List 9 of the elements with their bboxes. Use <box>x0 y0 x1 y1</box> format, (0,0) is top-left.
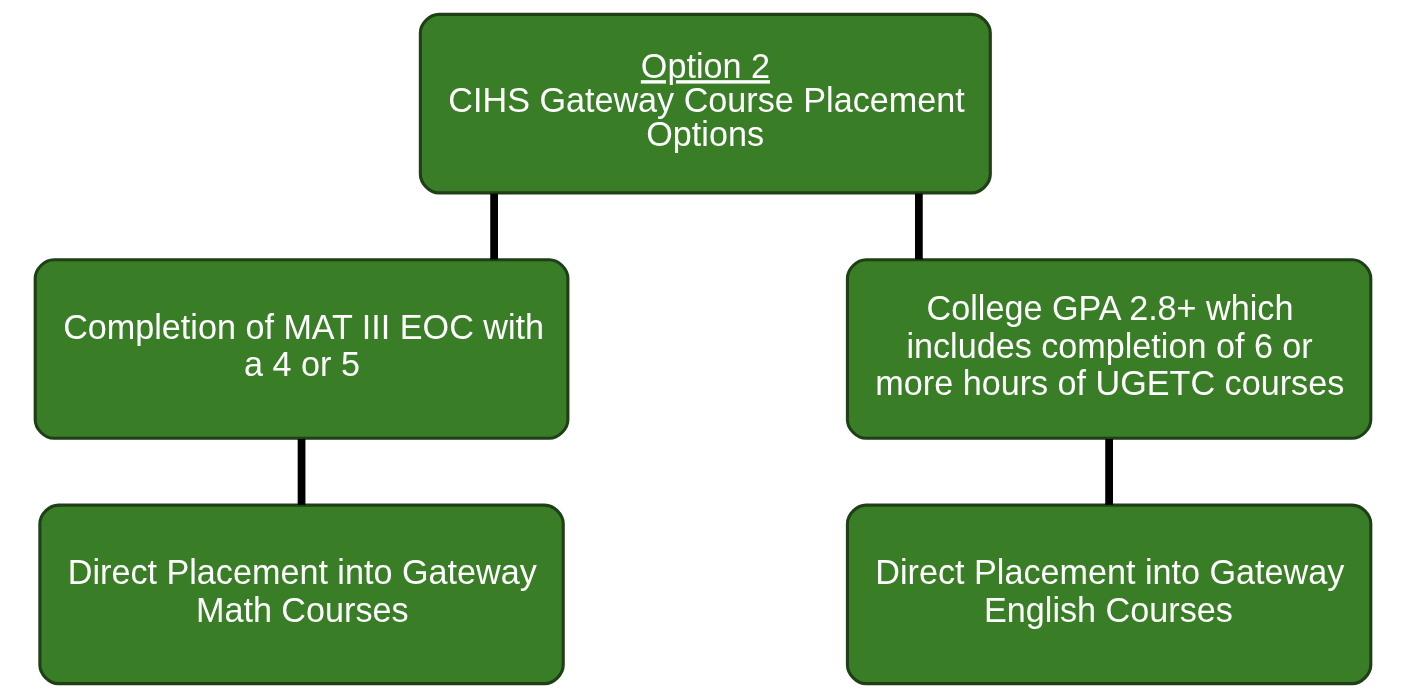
connector <box>914 193 923 260</box>
node-box: Completion of MAT III EOC with a 4 or 5 <box>33 258 569 440</box>
node-box: Direct Placement into Gateway Math Courses <box>37 503 565 686</box>
connector <box>489 193 498 260</box>
connector <box>297 439 305 505</box>
node-box: College GPA 2.8+ which includes completion of 6 or more hours of UGETC courses <box>845 258 1372 440</box>
connector <box>1104 439 1113 505</box>
node-box: Option 2 CIHS Gateway Course Placement Options <box>418 12 992 195</box>
node-box: Direct Placement into Gateway English Courses <box>845 503 1372 686</box>
